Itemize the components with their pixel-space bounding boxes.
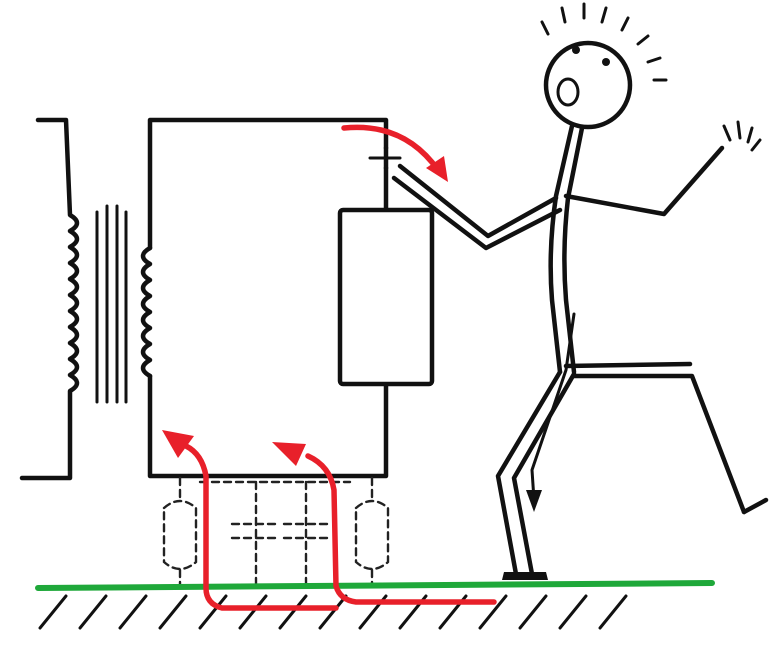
ground-plane xyxy=(35,580,715,630)
secondary-winding xyxy=(140,245,153,379)
current-arrow-leakage-right xyxy=(183,443,339,611)
shocked-person xyxy=(391,2,769,580)
load-resistor xyxy=(337,207,435,387)
ground-line xyxy=(35,580,715,591)
arm-touching xyxy=(397,163,559,239)
ground-hatching xyxy=(38,594,628,630)
transformer-core xyxy=(95,204,128,404)
current-arrow-leakage-left xyxy=(305,453,497,605)
current-arrow-switch xyxy=(341,124,441,173)
body-current-arrow xyxy=(530,312,576,502)
leg-raised xyxy=(571,373,747,515)
mouth xyxy=(556,77,580,107)
current-path-arrows xyxy=(162,124,497,611)
circuit-wire xyxy=(147,117,389,251)
leakage-capacitance xyxy=(162,476,390,586)
eye-right xyxy=(602,58,610,66)
shock-lines xyxy=(540,2,668,82)
head xyxy=(543,40,633,130)
circuit-wire-bottom xyxy=(147,373,389,479)
switch xyxy=(368,145,402,211)
leg-standing xyxy=(495,369,563,577)
primary-winding xyxy=(19,117,80,481)
transformer xyxy=(19,117,153,481)
eye-left xyxy=(572,46,580,54)
hand-shock-lines xyxy=(722,120,762,152)
foot xyxy=(502,572,548,580)
arm-raised xyxy=(563,145,725,217)
circuit-loop xyxy=(147,117,389,479)
